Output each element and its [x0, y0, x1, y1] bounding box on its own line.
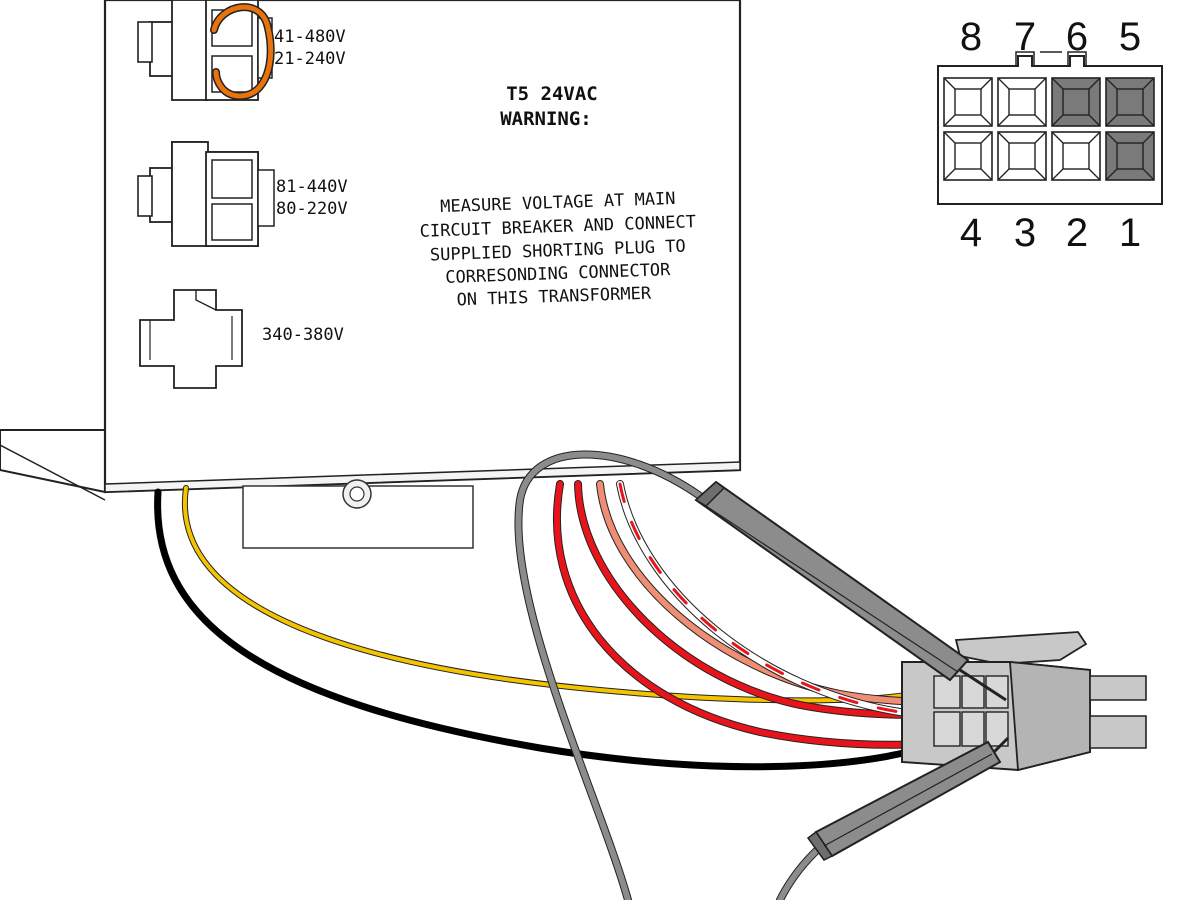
pin-cell-4 — [943, 131, 993, 181]
pin-cell-8 — [943, 77, 993, 127]
pin-label-5: 5 — [1119, 15, 1141, 59]
tap-connector-440v — [137, 141, 275, 247]
pin-cell-7 — [997, 77, 1047, 127]
pin-label-1: 1 — [1119, 211, 1141, 255]
pin-label-3: 3 — [1014, 211, 1036, 255]
probe-lower — [806, 736, 1010, 861]
warning-header-1: T5 24VAC — [506, 83, 598, 105]
tap-label-2a: 81-440V — [276, 177, 348, 197]
connector-plug — [901, 631, 1147, 772]
pin-cell-6 — [1051, 77, 1101, 127]
pin-cell-3 — [997, 131, 1047, 181]
pin-cell-1 — [1105, 131, 1155, 181]
pin-cell-5 — [1105, 77, 1155, 127]
pin-label-8: 8 — [960, 15, 982, 59]
tap-label-3a: 340-380V — [262, 325, 344, 345]
tap-label-2b: 80-220V — [276, 199, 348, 219]
probe-upper — [694, 480, 1007, 702]
tap-connector-380v — [139, 289, 243, 389]
pin-label-7: 7 — [1014, 15, 1036, 59]
pin-label-6: 6 — [1066, 15, 1088, 59]
tap-label-1a: 41-480V — [274, 27, 346, 47]
warning-header-2: WARNING: — [500, 108, 592, 130]
transformer-housing — [0, 0, 742, 549]
orange-jumper-wire — [210, 3, 275, 101]
wire-black — [154, 488, 954, 771]
pin-label-2: 2 — [1066, 211, 1088, 255]
pin-cell-2 — [1051, 131, 1101, 181]
pinout-diagram: 8 7 6 5 4 3 2 1 — [937, 15, 1163, 255]
pin-label-4: 4 — [960, 211, 982, 255]
tap-label-1b: 21-240V — [274, 49, 346, 69]
tap-labels: 41-480V 21-240V 81-440V 80-220V 340-380V — [262, 27, 348, 345]
